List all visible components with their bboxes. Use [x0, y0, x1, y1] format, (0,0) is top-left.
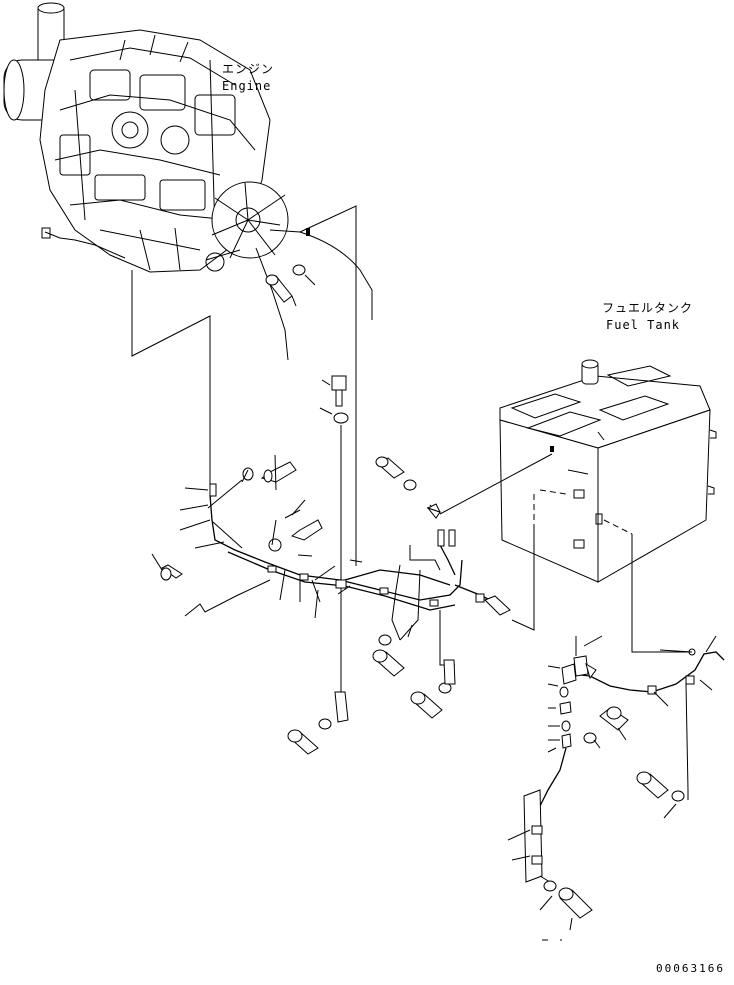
bolt-right-middle: [583, 706, 629, 744]
bracket-center: [287, 691, 349, 755]
bolt-left-upper: [242, 461, 297, 483]
drawing-number: 00063166: [656, 962, 725, 975]
engine-illustration: [3, 2, 289, 273]
bolt-left-lower: [268, 519, 323, 552]
engine-label-en: Engine: [222, 79, 272, 93]
cap-left: [160, 564, 183, 581]
engine-leader-left: [131, 270, 211, 488]
bolt-center-left: [372, 634, 405, 677]
bolt-far-right: [636, 771, 685, 802]
engine-wire: [255, 247, 289, 361]
fuel-tank-label-jp: フュエルタンク: [602, 301, 694, 315]
engine-wire-2: [269, 229, 373, 320]
bolt-engine: [265, 264, 316, 307]
bolt-vertical: [319, 375, 349, 700]
fuel-tank-illustration: [499, 359, 717, 583]
bolt-small-center: [375, 456, 441, 513]
bolt-center-right: [410, 659, 456, 719]
fuel-tank-label-en: Fuel Tank: [606, 318, 681, 332]
bolt-lower-right: [543, 880, 593, 919]
wiring-harness: [209, 483, 511, 616]
engine-label-jp: エンジン: [222, 62, 275, 76]
engine-leader-right: [299, 205, 357, 566]
plate-bracket: [523, 789, 543, 883]
bracket-right: [559, 635, 603, 749]
